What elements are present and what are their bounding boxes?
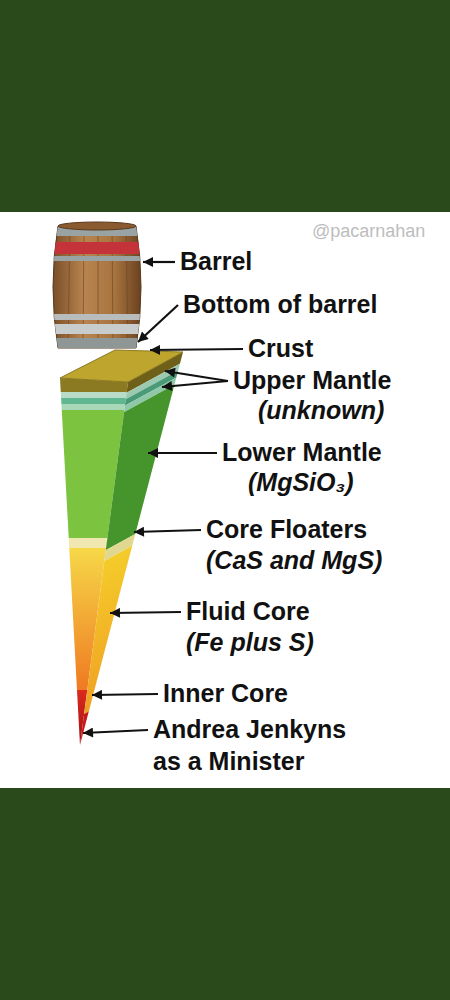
part-label: Barrel: [180, 246, 252, 277]
part-label: Lower Mantle: [222, 437, 382, 468]
watermark: @pacarnahan: [312, 220, 425, 243]
part-label: Fluid Core: [186, 596, 310, 627]
leader-lines: [83, 262, 243, 733]
part-label: Andrea Jenkyns as a Minister: [153, 714, 368, 777]
part-label: Crust: [248, 333, 313, 364]
part-label: Upper Mantle: [233, 365, 391, 396]
part-label: Inner Core: [163, 678, 288, 709]
composition-note: (Fe plus S): [186, 627, 314, 658]
part-label: Core Floaters: [206, 514, 367, 545]
part-label: Bottom of barrel: [183, 289, 377, 320]
composition-note: (CaS and MgS): [206, 545, 382, 576]
barrel-picture: [40, 222, 150, 352]
panel: [0, 212, 450, 788]
composition-note: (MgSiO₃): [248, 467, 354, 498]
composition-note: (unknown): [258, 395, 384, 426]
